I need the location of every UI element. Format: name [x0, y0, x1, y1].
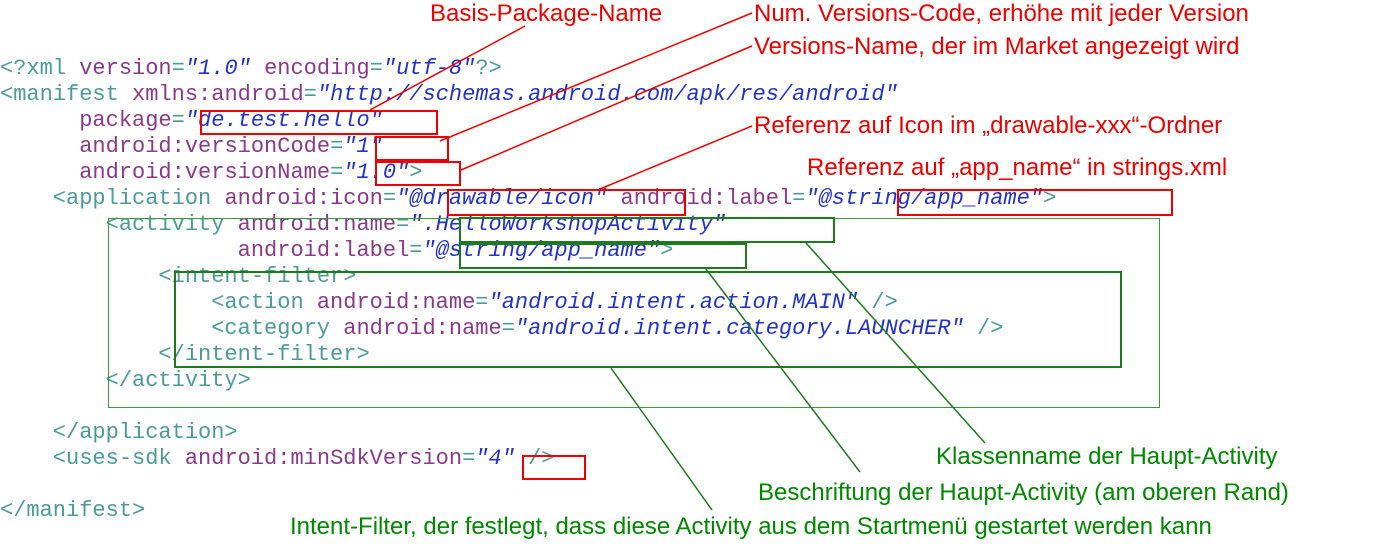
- code-line: </activity>: [0, 368, 1056, 394]
- code-line: package="de.test.hello": [0, 108, 1056, 134]
- connector-class-name: [805, 242, 986, 444]
- code-tag: =: [409, 238, 423, 263]
- code-value: "android.intent.action.MAIN": [488, 290, 859, 315]
- code-line: <uses-sdk android:minSdkVersion="4" />: [0, 446, 1056, 472]
- code-line: <application android:icon="@drawable/ico…: [0, 186, 1056, 212]
- code-tag: >: [1043, 186, 1057, 211]
- code-tag: ?>: [475, 56, 502, 81]
- note-version-name: Versions-Name, der im Market angezeigt w…: [754, 33, 1240, 60]
- code-attribute: android:name: [316, 290, 476, 315]
- code-tag: <application: [0, 186, 225, 211]
- code-tag: </manifest>: [0, 498, 146, 523]
- note-label: Beschriftung der Haupt-Activity (am ober…: [758, 479, 1289, 506]
- version-code-value-box: [375, 136, 449, 161]
- code-tag: >: [409, 160, 423, 185]
- code-tag: </activity>: [0, 368, 251, 393]
- connector-version-name: [460, 45, 753, 171]
- note-intent-filter: Intent-Filter, der festlegt, dass diese …: [290, 513, 1212, 540]
- code-value: "4": [475, 446, 515, 471]
- code-attribute: package: [79, 108, 172, 133]
- code-tag: =: [303, 82, 317, 107]
- code-attribute: android:versionCode: [79, 134, 331, 159]
- code-tag: =: [171, 108, 185, 133]
- code-tag: =: [462, 446, 476, 471]
- code-tag: <uses-sdk: [0, 446, 185, 471]
- connector-intent-filter: [610, 367, 713, 511]
- code-line: <category android:name="android.intent.c…: [0, 316, 1056, 342]
- code-tag: />: [963, 316, 1004, 341]
- code-tag: <action: [0, 290, 317, 315]
- note-app-name: Referenz auf „app_name“ in strings.xml: [807, 154, 1228, 181]
- code-line: <manifest xmlns:android="http://schemas.…: [0, 82, 1056, 108]
- code-attribute: android:name: [343, 316, 502, 341]
- code-tag: />: [514, 446, 555, 471]
- code-value: "android.intent.category.LAUNCHER": [514, 316, 964, 341]
- code-attribute: version: [79, 56, 172, 81]
- code-tag: </intent-filter>: [0, 342, 370, 367]
- manifest-code: <?xml version="1.0" encoding="utf-8"?><m…: [0, 56, 1056, 524]
- code-tag: =: [369, 56, 383, 81]
- package-value-box: [200, 110, 438, 135]
- code-attribute: xmlns:android: [132, 82, 304, 107]
- code-tag: =: [501, 316, 515, 341]
- code-line: </intent-filter>: [0, 342, 1056, 368]
- intent-filter-box: [174, 271, 1122, 368]
- note-class-name: Klassenname der Haupt-Activity: [936, 443, 1278, 470]
- note-version-code: Num. Versions-Code, erhöhe mit jeder Ver…: [754, 0, 1249, 27]
- code-tag: =: [171, 56, 185, 81]
- code-value: "1.0": [184, 56, 251, 81]
- code-value: "de.test.hello": [184, 108, 383, 133]
- code-tag: </application>: [0, 420, 238, 445]
- code-tag: =: [330, 160, 344, 185]
- connector-package: [369, 25, 526, 111]
- code-tag: =: [792, 186, 806, 211]
- code-attribute: android:versionName: [79, 160, 331, 185]
- code-tag: =: [475, 290, 489, 315]
- code-attribute: android:icon: [224, 186, 383, 211]
- code-attribute: android:minSdkVersion: [184, 446, 463, 471]
- code-line: </manifest>: [0, 498, 1056, 524]
- code-value: ".HelloWorkshopActivity": [409, 212, 727, 237]
- code-value: "utf-8": [382, 56, 476, 81]
- code-tag: <manifest: [0, 82, 133, 107]
- code-attribute: android:label: [237, 238, 410, 263]
- code-tag: />: [858, 290, 898, 315]
- code-line: </application>: [0, 420, 1056, 446]
- code-line: <intent-filter>: [0, 264, 1056, 290]
- activity-name-value-box: [459, 217, 835, 243]
- code-tag: <?xml: [0, 56, 80, 81]
- code-line: <action android:name="android.intent.act…: [0, 290, 1056, 316]
- app-name-value-box: [897, 189, 1173, 216]
- connector-icon: [599, 125, 753, 190]
- code-tag: =: [382, 186, 397, 211]
- code-tag: =: [330, 134, 344, 159]
- version-name-value-box: [375, 161, 461, 186]
- min-sdk-value-box: [522, 455, 586, 480]
- connector-version-code: [439, 12, 753, 142]
- code-attribute: android:name: [237, 212, 397, 237]
- icon-value-box: [447, 189, 686, 216]
- note-icon: Referenz auf Icon im „drawable-xxx“-Ordn…: [754, 112, 1223, 139]
- code-attribute: encoding: [264, 56, 370, 81]
- code-tag: <category: [0, 316, 344, 341]
- note-package: Basis-Package-Name: [430, 0, 663, 27]
- code-tag: <intent-filter>: [0, 264, 357, 289]
- connector-label: [705, 268, 861, 473]
- activity-label-value-box: [459, 243, 747, 269]
- code-line: <?xml version="1.0" encoding="utf-8"?>: [0, 56, 1056, 82]
- code-tag: <activity: [0, 212, 238, 237]
